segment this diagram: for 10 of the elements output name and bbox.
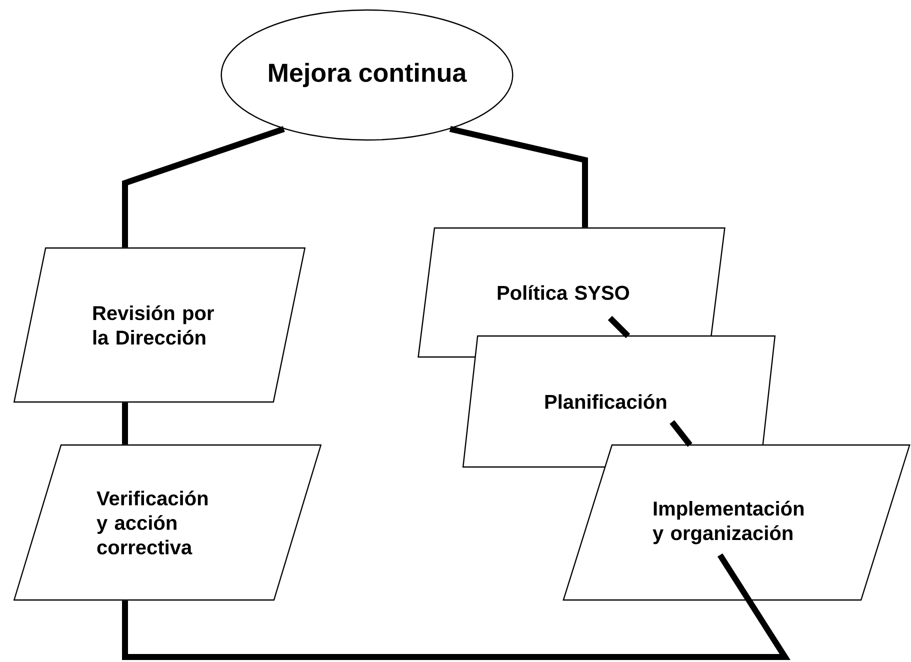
ellipse-node: Mejora continua bbox=[220, 9, 514, 141]
parallelogram-box: Implementación y organización bbox=[562, 444, 910, 601]
connector-line bbox=[608, 316, 630, 338]
parallelogram-box: Planificación bbox=[462, 335, 776, 468]
connector-line bbox=[122, 126, 285, 248]
node-label: Implementación y organización bbox=[652, 500, 804, 544]
connector-line bbox=[449, 126, 588, 228]
connector-line bbox=[670, 420, 692, 447]
connector-line bbox=[122, 402, 128, 444]
connector-line bbox=[122, 553, 790, 660]
